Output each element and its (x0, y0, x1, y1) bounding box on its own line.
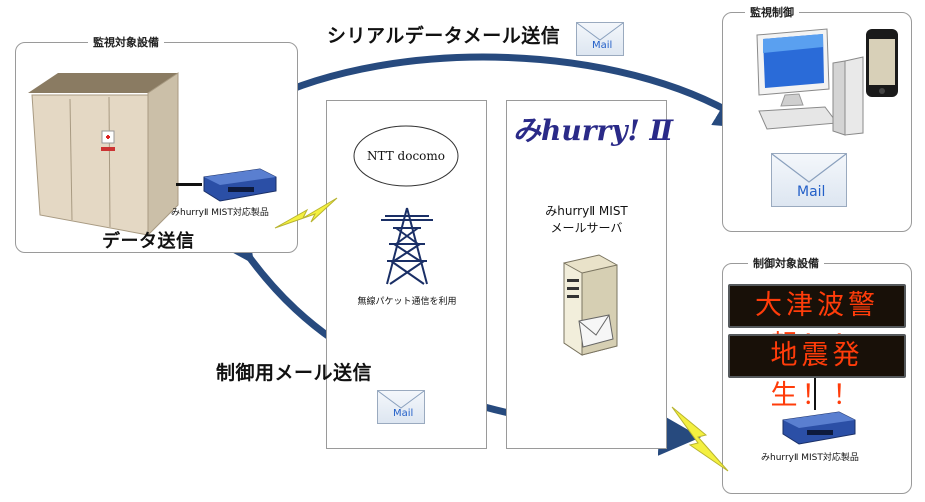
serial-mail-label: シリアルデータメール送信 (327, 25, 561, 47)
radio-tower-icon (381, 207, 433, 285)
monitoring-panel-title: 監視制御 (745, 4, 799, 20)
led-sign-earthquake: 地震発生！！ (728, 334, 906, 411)
mihurry-logo: みhurry! Ⅱ (513, 114, 674, 147)
sign-link-line (814, 378, 816, 410)
monitor-mail-text: Mail (797, 184, 826, 200)
led-sign-tsunami: 大津波警報！！ (728, 284, 906, 361)
carrier-ellipse (353, 125, 459, 187)
server-column: みhurry! Ⅱ みhurryⅡ MIST メールサーバ (506, 100, 673, 449)
top-mail-icon: Mail (576, 22, 624, 56)
top-arrow (233, 53, 758, 131)
lightning-right-icon (671, 406, 729, 472)
data-send-label: データ送信 (102, 231, 195, 252)
control-device-label: みhurryⅡ MIST対応製品 (761, 453, 859, 463)
left-device-label: みhurryⅡ MIST対応製品 (171, 208, 269, 218)
desktop-pc-icon (756, 28, 864, 136)
control-mail-label: 制御用メール送信 (216, 362, 373, 384)
lightning-left-icon (274, 197, 338, 229)
device-link-line (176, 183, 202, 186)
monitored-equipment-panel: 監視対象設備 みhurryⅡ MIST対応製品 データ送信 (15, 34, 298, 253)
server-line1: みhurryⅡ MIST (545, 204, 628, 218)
monitoring-panel: 監視制御 Mail (722, 4, 912, 232)
mihurry-device-icon (203, 168, 277, 202)
server-line2: メールサーバ (550, 221, 623, 235)
carrier-name: NTT docomo (367, 149, 445, 163)
mail-server-icon (563, 254, 618, 356)
smartphone-icon (866, 29, 898, 97)
packet-label: 無線パケット通信を利用 (357, 297, 457, 307)
controlled-panel-title: 制御対象設備 (748, 255, 824, 271)
bottom-mail-icon: Mail (377, 390, 425, 424)
control-device-icon (782, 411, 856, 445)
bottom-mail-text: Mail (393, 408, 414, 419)
monitor-mail-icon: Mail (771, 153, 847, 207)
equipment-cabinet-icon (28, 72, 179, 237)
monitored-panel-title: 監視対象設備 (88, 34, 164, 50)
controlled-equipment-panel: 制御対象設備 大津波警報！！ 地震発生！！ みhurryⅡ MIST対応製品 (722, 255, 912, 494)
top-mail-text: Mail (592, 40, 613, 51)
